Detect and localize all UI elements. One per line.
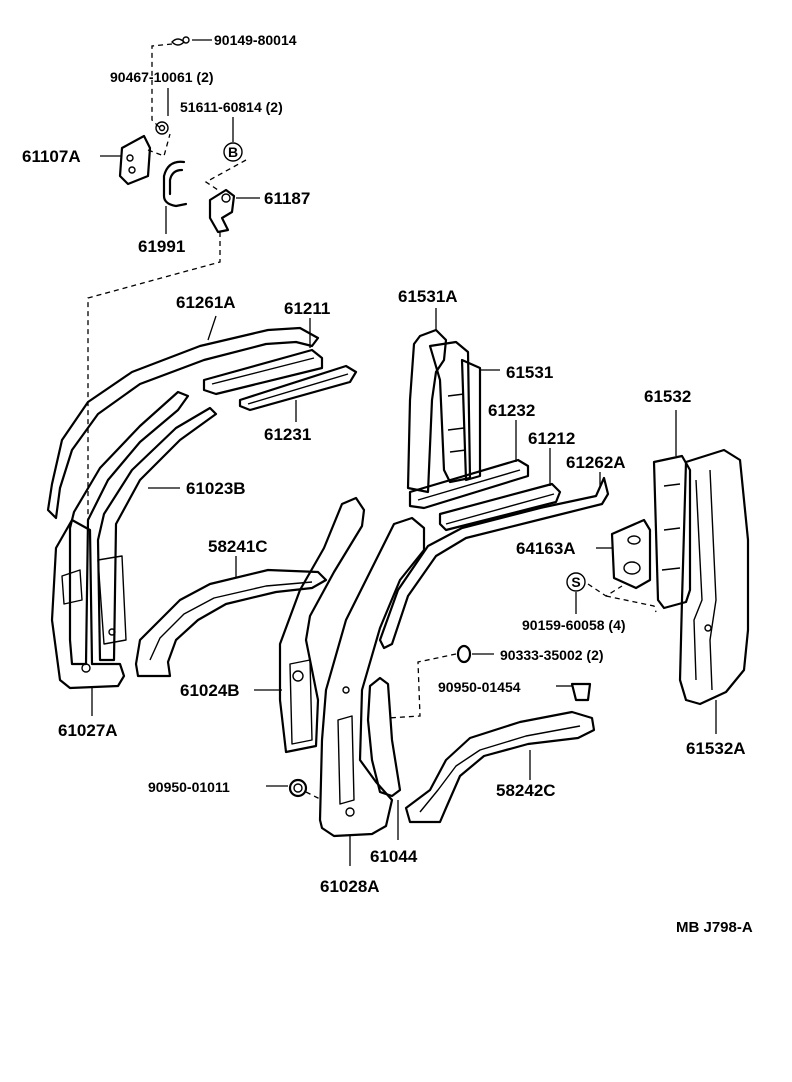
label-61231: 61231 <box>264 425 311 444</box>
leader-61261A <box>207 315 217 341</box>
label-61023B: 61023B <box>186 479 246 498</box>
label-64163A: 64163A <box>516 539 576 558</box>
pillar-61532A <box>678 448 750 706</box>
arch-58242C <box>404 710 596 824</box>
label-61531A: 61531A <box>398 287 458 306</box>
rail-61231 <box>238 364 358 412</box>
rail-61212 <box>438 482 562 532</box>
label-90159-60058: 90159-60058 (4) <box>522 617 626 633</box>
arch-58241C <box>134 568 328 678</box>
label-61044: 61044 <box>370 847 418 866</box>
label-90950-01011: 90950-01011 <box>148 779 230 795</box>
pillar-outer-61027A <box>50 518 127 690</box>
label-61532A: 61532A <box>686 739 746 758</box>
label-90950-01454: 90950-01454 <box>438 679 521 695</box>
label-90467-10061: 90467-10061 (2) <box>110 69 214 85</box>
label-61262A: 61262A <box>566 453 626 472</box>
bracket-61187 <box>208 188 236 234</box>
label-61107A: 61107A <box>22 147 81 166</box>
label-61212: 61212 <box>528 429 575 448</box>
handle-bracket-61107A <box>118 134 152 186</box>
label-58241C: 58241C <box>208 537 268 556</box>
label-61211: 61211 <box>284 299 330 318</box>
pillar-61024B <box>278 496 366 754</box>
rail-61232 <box>408 458 530 510</box>
grommet-90950-01011 <box>288 778 308 798</box>
dash-90950-01011 <box>305 791 323 801</box>
label-61027A: 61027A <box>58 721 118 740</box>
label-61187: 61187 <box>264 189 310 208</box>
dash-90159 <box>587 583 657 613</box>
weatherstrip-61261A <box>46 326 320 520</box>
washer-51611: B <box>223 142 243 162</box>
bracket-64163A <box>610 518 652 590</box>
pillar-61028A <box>318 516 426 838</box>
dash-61187-down <box>87 232 221 520</box>
label-61991: 61991 <box>138 237 185 256</box>
label-90149-80014: 90149-80014 <box>214 32 297 48</box>
label-58242C: 58242C <box>496 781 556 800</box>
rail-61211 <box>202 348 324 396</box>
nut-90467 <box>155 121 169 135</box>
label-61028A: 61028A <box>320 877 380 896</box>
label-61531: 61531 <box>506 363 553 382</box>
label-61532: 61532 <box>644 387 691 406</box>
label-61232: 61232 <box>488 401 535 420</box>
label-51611-60814: 51611-60814 (2) <box>180 99 283 115</box>
dash-51611 <box>204 159 247 191</box>
washer-90159: S <box>566 572 586 592</box>
pillar-61532 <box>652 454 692 610</box>
clip-90149 <box>171 36 190 46</box>
dash-line-top <box>151 43 173 129</box>
plug-90333 <box>456 644 472 664</box>
pillar-61531A <box>406 328 472 494</box>
label-61261A: 61261A <box>176 293 236 312</box>
pillar-inner-61023B <box>68 390 218 666</box>
pillar-61531 <box>460 358 482 482</box>
grommet-90950-01454 <box>570 682 592 702</box>
washer-s-letter: S <box>571 574 580 590</box>
diagram-code: MB J798-A <box>676 919 753 936</box>
label-61024B: 61024B <box>180 681 240 700</box>
reinforcement-61044 <box>366 676 402 798</box>
assist-grip-61991 <box>162 160 188 208</box>
label-90333-35002: 90333-35002 (2) <box>500 647 604 663</box>
dash-61107A <box>147 133 171 157</box>
dash-90333 <box>387 653 457 719</box>
weatherstrip-61262A <box>378 476 610 650</box>
washer-b-letter: B <box>228 144 238 160</box>
